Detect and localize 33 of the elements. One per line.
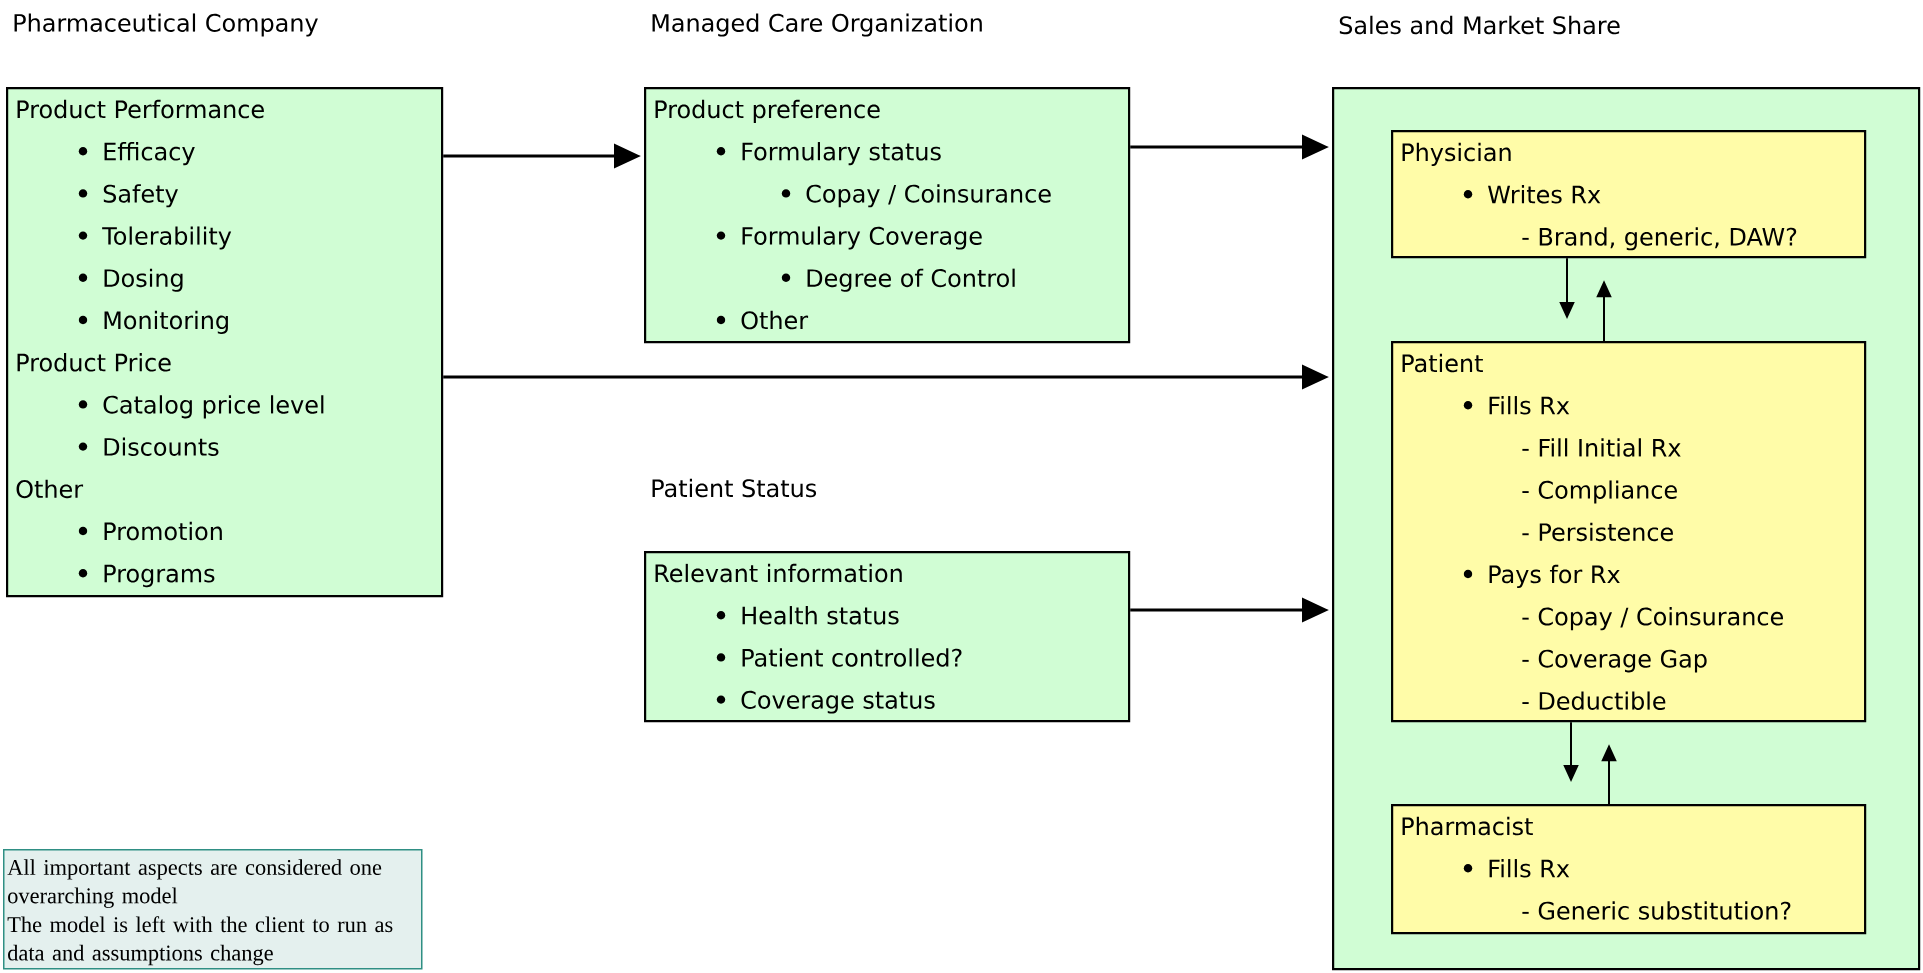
node-label: Relevant information <box>655 563 902 583</box>
heading: Sales and Market Share <box>1339 15 1620 35</box>
node-label: Health status <box>742 606 899 625</box>
node-label: Dosing <box>104 268 183 292</box>
group-box: Product preference Formulary status Copay / Coinsurance Formulary Coverage Degree of Control Other <box>644 87 1131 344</box>
role-box: Pharmacist Fills Rx - Generic substitution? <box>1391 804 1867 935</box>
role-box: Patient Fills Rx - Fill Initial Rx - Compliance - Persistence Pays for Rx - Copay / Coinsurance - Coverage Gap - Deductible <box>1391 341 1867 723</box>
node-label: Patient controlled? <box>742 648 962 667</box>
node-label: Degree of Control <box>807 268 1015 292</box>
node-label: Other <box>741 310 809 330</box>
node-label: Copay / Coinsurance <box>806 184 1051 208</box>
node-label: Product preference <box>655 99 880 123</box>
node-label: Discounts <box>104 437 219 456</box>
node-label: Product Performance <box>17 99 264 119</box>
node-label: Formulary status <box>742 142 941 166</box>
node-label: Efficacy <box>104 142 195 166</box>
node-label: Tolerability <box>102 226 232 250</box>
group-box: Product Performance Efficacy Safety Tolerability Dosing Monitoring Product Price Catalog price level Discounts Other Promotion Programs <box>6 87 444 598</box>
heading: Managed Care Organization <box>652 13 982 37</box>
node-label: Other <box>16 479 84 499</box>
node-label: Catalog price level <box>103 395 324 419</box>
heading: Patient Status <box>652 478 817 498</box>
group-box: Relevant information Health status Patient controlled? Coverage status <box>644 551 1131 723</box>
node-label: Product Price <box>17 353 171 372</box>
note-box: All important aspects are considered one overarching model The model is left with the client to run as data and assumptions change <box>3 849 423 970</box>
node-label: Coverage status <box>741 690 935 714</box>
node-label: Safety <box>103 184 178 208</box>
heading: Pharmaceutical Company <box>14 13 318 37</box>
role-box: Physician Writes Rx - Brand, generic, DAW? <box>1391 130 1867 259</box>
node-label: Promotion <box>104 521 222 541</box>
node-label: Formulary Coverage <box>742 226 982 250</box>
node-label: Monitoring <box>104 310 228 334</box>
node-label: Programs <box>104 564 215 588</box>
